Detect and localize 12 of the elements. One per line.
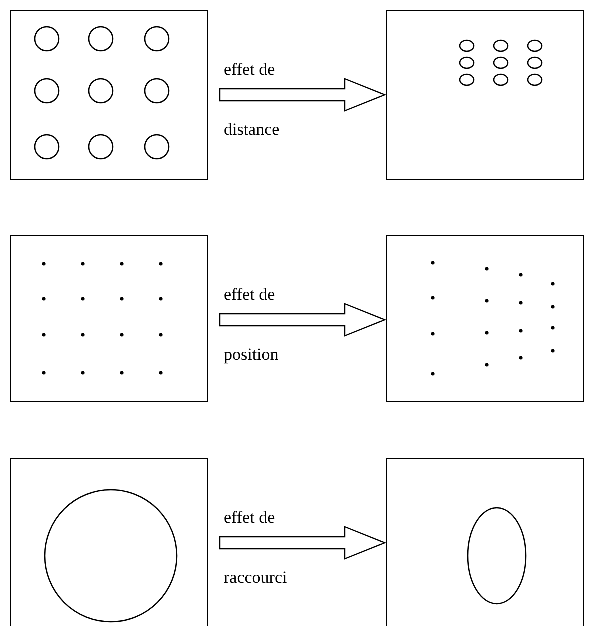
edge-label: effet de position — [224, 284, 280, 366]
picture-frame — [386, 458, 584, 626]
picture-frame — [10, 235, 208, 402]
edge-label: effet de distance — [224, 59, 281, 141]
edge-label: effet de raccourci — [224, 507, 288, 589]
picture-frame — [10, 10, 208, 180]
block-arrow — [219, 303, 387, 337]
block-arrow — [219, 526, 387, 560]
picture-frame — [10, 458, 208, 626]
picture-frame — [386, 235, 584, 402]
picture-frame — [386, 10, 584, 180]
block-arrow — [219, 78, 387, 112]
